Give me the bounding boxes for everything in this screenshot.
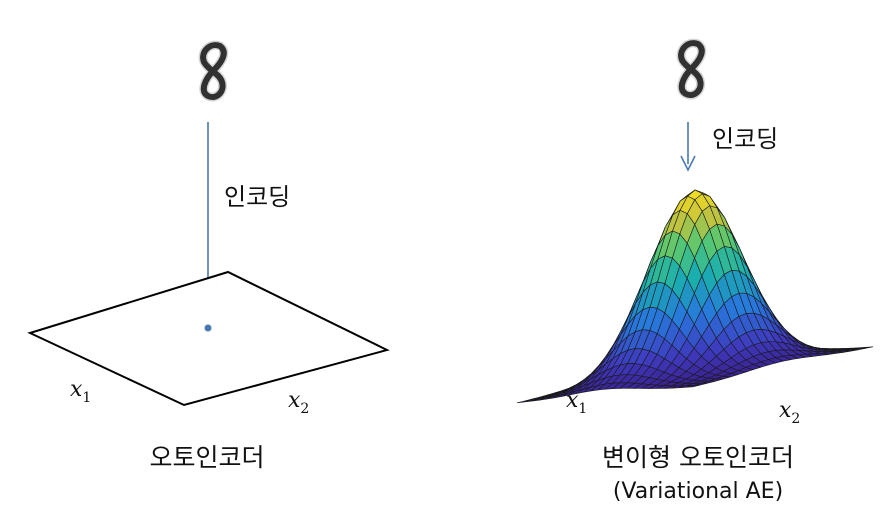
right-subcaption: (Variational AE) xyxy=(613,479,783,504)
left-encode-label: 인코딩 xyxy=(224,183,290,211)
surface-cell xyxy=(516,399,532,404)
left-panel: 인코딩 x1 x2 오토인코더 xyxy=(27,40,390,472)
latent-point xyxy=(204,324,212,332)
right-axis-x1-label: x1 xyxy=(566,388,587,417)
right-caption: 변이형 오토인코더 xyxy=(602,443,794,472)
left-caption: 오토인코더 xyxy=(149,443,264,472)
right-panel: 인코딩 x1 x2 변이형 오토인코더 (Variational AE) xyxy=(516,38,874,504)
right-digit-eight-image xyxy=(676,38,707,100)
right-encode-arrowhead xyxy=(680,155,696,172)
right-encode-label: 인코딩 xyxy=(712,125,778,153)
gaussian-surface xyxy=(516,189,874,404)
left-digit-eight-image xyxy=(198,40,229,102)
left-axis-x2-label: x2 xyxy=(288,388,309,417)
latent-plane xyxy=(27,270,390,407)
right-axis-x2-label: x2 xyxy=(779,398,800,427)
left-axis-x1-label: x1 xyxy=(70,377,91,406)
